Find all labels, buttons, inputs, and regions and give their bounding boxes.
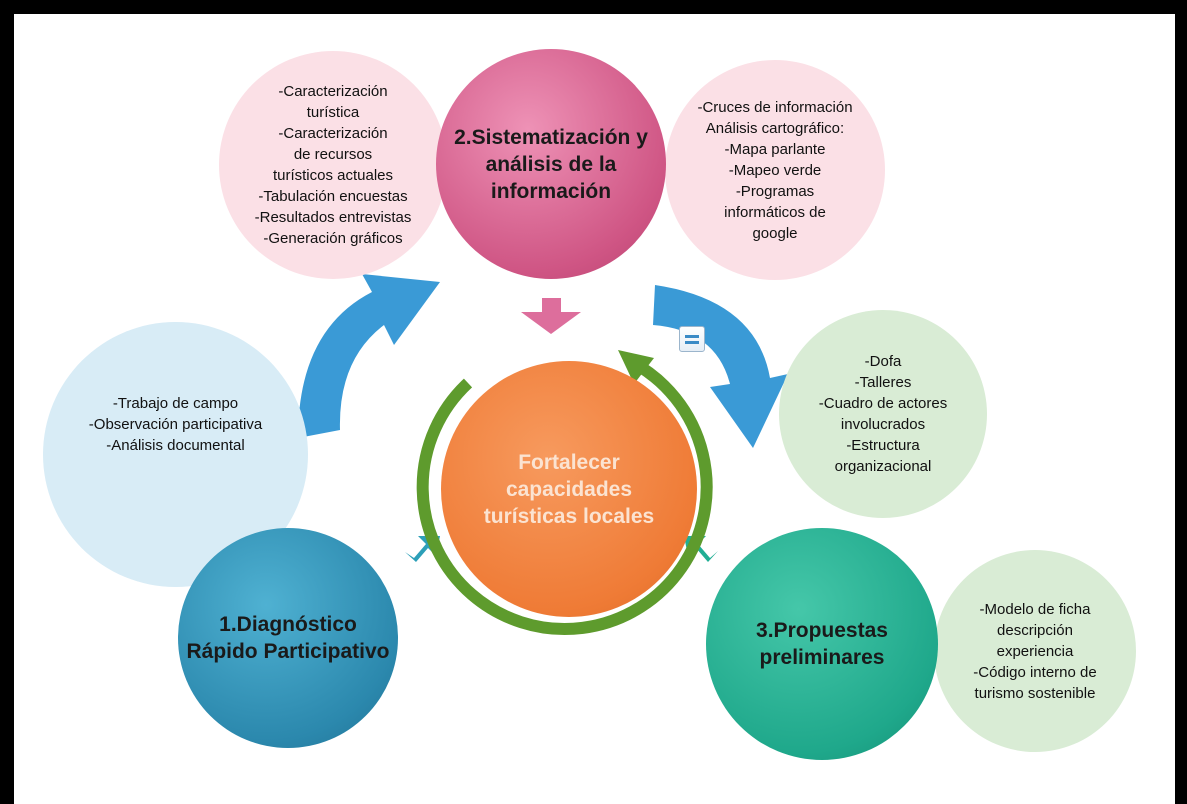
curved-arrow-stage1-to-stage2 [298, 274, 440, 438]
document-icon[interactable] [679, 326, 705, 352]
detail-circle-stage2-right: -Cruces de información Análisis cartográ… [665, 60, 885, 280]
stage-circle-1: 1.Diagnóstico Rápido Participativo [178, 528, 398, 748]
stage-circle-3: 3.Propuestas preliminares [706, 528, 938, 760]
center-circle: Fortalecer capacidades turísticas locale… [441, 361, 697, 617]
detail-circle-stage3-top: -Dofa -Talleres -Cuadro de actores invol… [779, 310, 987, 518]
green-cycle-arrowhead [618, 350, 654, 384]
green-cycle-ring [416, 356, 713, 635]
curved-arrow-stage2-to-stage3 [653, 285, 788, 448]
detail-circle-stage3-right: -Modelo de ficha descripción experiencia… [934, 550, 1136, 752]
detail-circle-stage2-left: -Caracterización turística -Caracterizac… [219, 51, 447, 279]
pink-arrow-to-center [521, 298, 581, 334]
stage-circle-2: 2.Sistematización y análisis de la infor… [436, 49, 666, 279]
